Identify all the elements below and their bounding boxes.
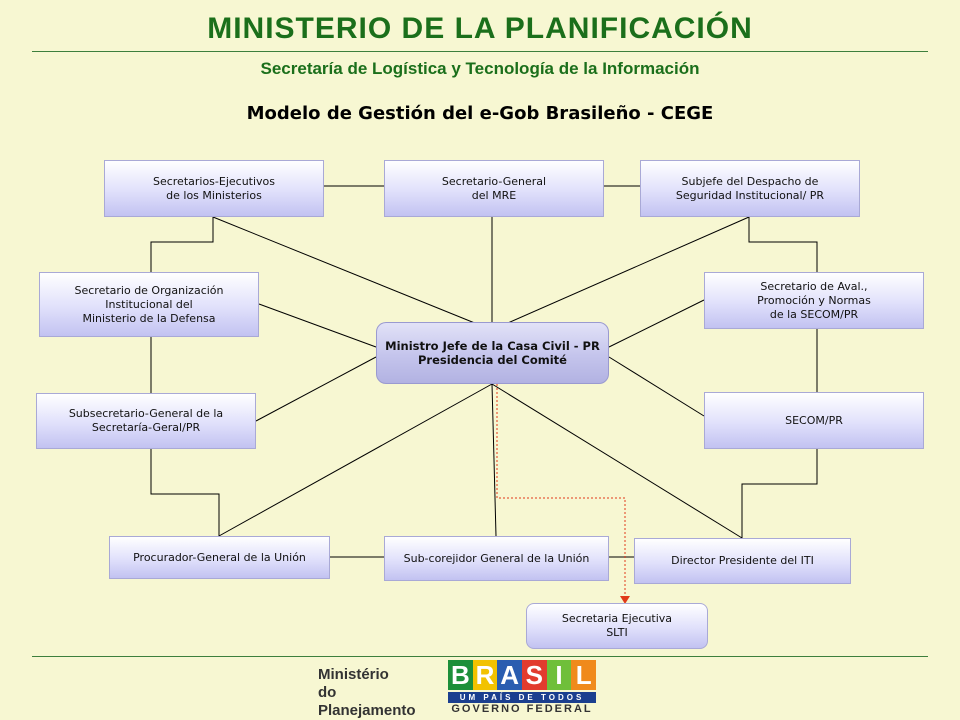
spoke-organizacion [258, 303, 377, 348]
diagram-title: Modelo de Gestión del e-Gob Brasileño - … [246, 103, 714, 124]
node-secretarios-ejecutivos: Secretarios-Ejecutivos de los Ministerio… [104, 160, 324, 217]
spoke-subsecretario [255, 356, 377, 422]
header-divider [32, 51, 928, 52]
spoke-procurador [218, 383, 493, 537]
node-center-ministro: Ministro Jefe de la Casa Civil - PR Pres… [376, 322, 609, 384]
page-title: MINISTERIO DE LA PLANIFICACIÓN [207, 12, 753, 45]
brasil-letter-a: A [497, 660, 523, 690]
spoke-secom [608, 356, 705, 417]
link-subjefe-aval [748, 217, 818, 272]
node-subjefe-despacho: Subjefe del Despacho de Seguridad Instit… [640, 160, 860, 217]
node-sub-corejidor: Sub-corejidor General de la Unión [384, 536, 609, 581]
arrowhead-secretaria [620, 596, 630, 604]
dotted-link-secretaria [496, 384, 626, 598]
node-secretario-organizacion: Secretario de Organización Institucional… [39, 272, 259, 337]
link-secom-iti [741, 449, 818, 538]
spoke-aval [608, 299, 705, 348]
brasil-letter-b: B [448, 660, 473, 690]
node-secretario-general-mre: Secretario-General del MRE [384, 160, 604, 217]
link-ejecutivos-organizacion [150, 217, 214, 272]
node-subsecretario-general: Subsecretario-General de la Secretaría-G… [36, 393, 256, 449]
footer-divider [32, 656, 928, 657]
node-procurador-general: Procurador-General de la Unión [109, 536, 330, 579]
ministry-line-1: Ministério [318, 666, 389, 683]
brasil-letter-s: S [522, 660, 547, 690]
spoke-corejidor [491, 383, 497, 537]
node-director-iti: Director Presidente del ITI [634, 538, 851, 584]
governo-federal: GOVERNO FEDERAL [451, 703, 593, 715]
spoke-ejecutivos [212, 216, 493, 331]
ministry-logo-text: Ministério do Planejamento [318, 666, 436, 720]
spoke-iti [491, 383, 743, 539]
node-secretario-aval: Secretario de Aval., Promoción y Normas … [704, 272, 924, 329]
brasil-letter-i: I [546, 660, 572, 690]
brasil-slogan: UM PAÍS DE TODOS [448, 692, 596, 703]
brasil-letter-r: R [472, 660, 498, 690]
page-subtitle: Secretaría de Logística y Tecnología de … [260, 59, 700, 78]
brasil-letter-l: L [571, 660, 597, 690]
spoke-subjefe [491, 216, 750, 331]
node-secom: SECOM/PR [704, 392, 924, 449]
node-secretaria-ejecutiva: Secretaria Ejecutiva SLTI [526, 603, 708, 649]
link-subsecretario-procurador [150, 449, 220, 536]
ministry-line-2: do Planejamento [318, 684, 416, 719]
